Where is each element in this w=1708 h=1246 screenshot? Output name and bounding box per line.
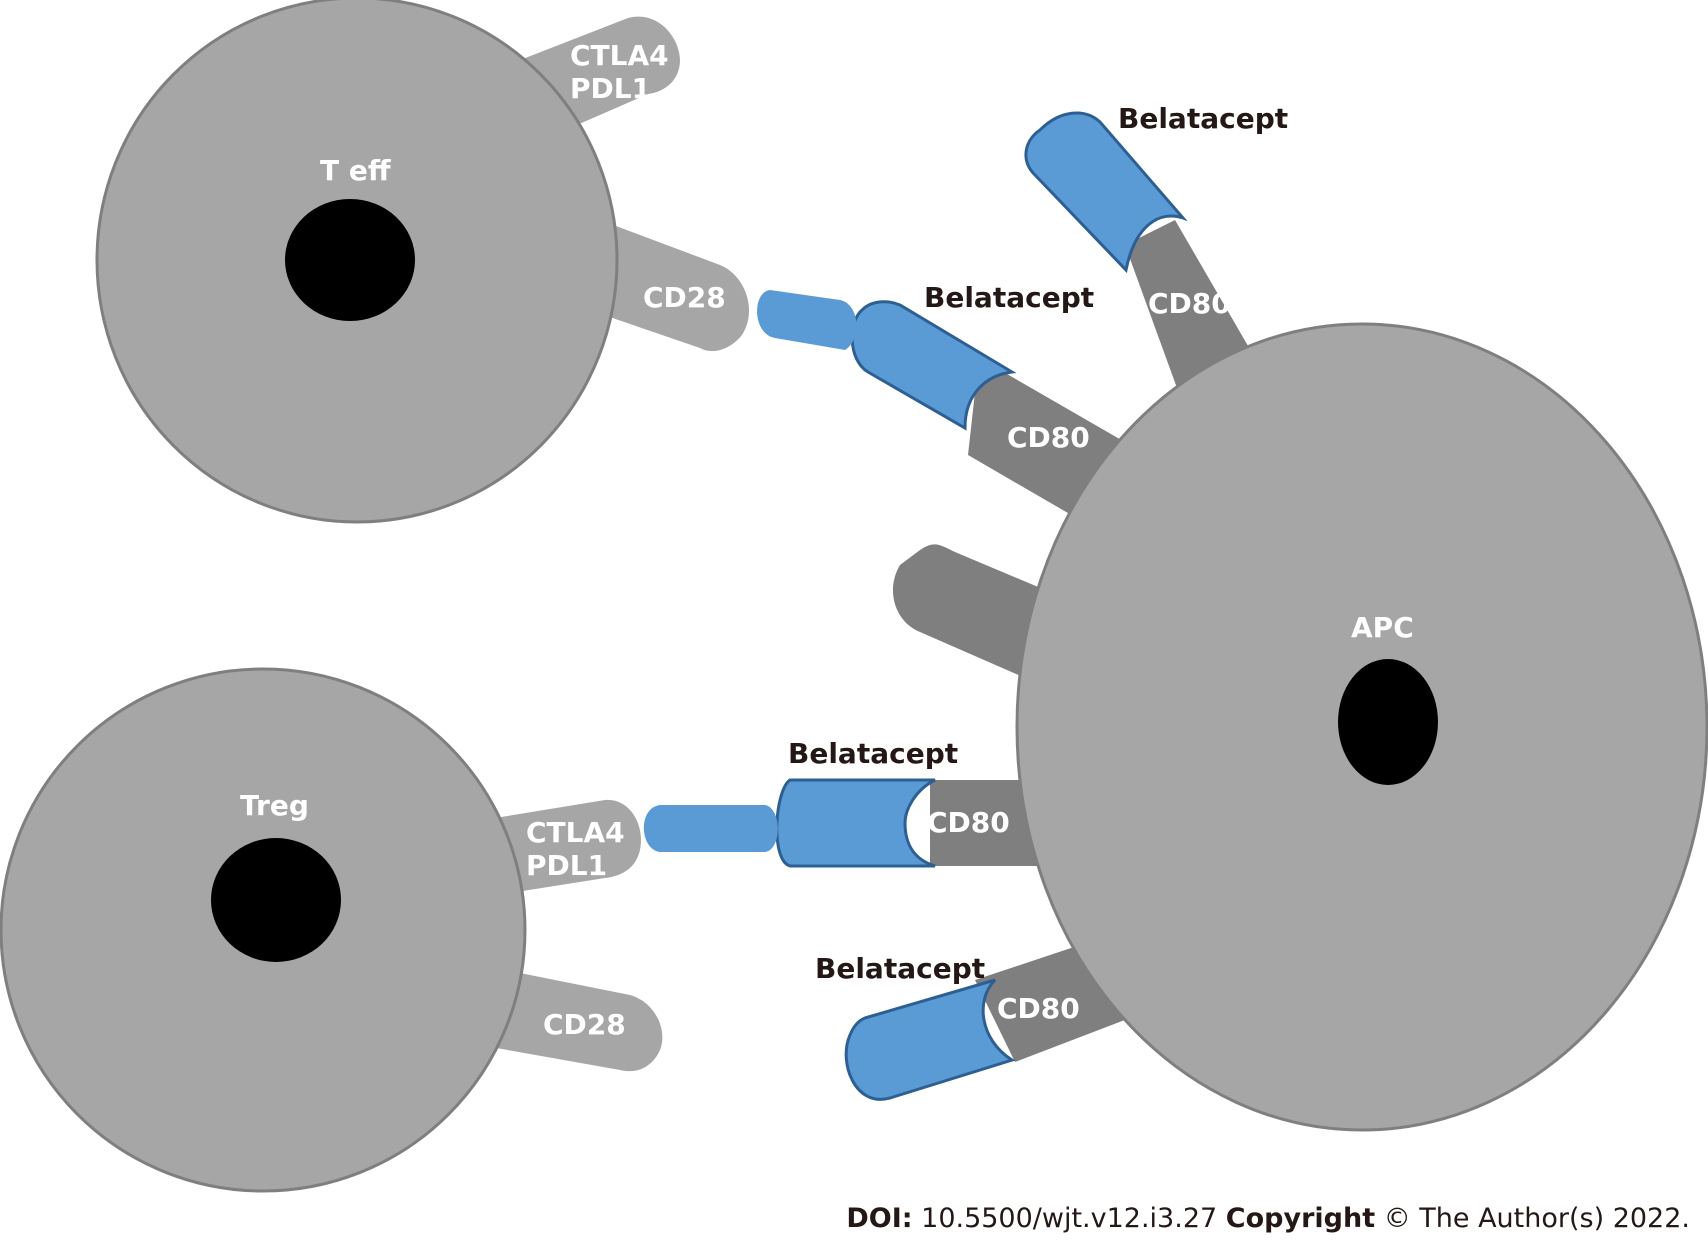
cd80-label-upper: CD80 <box>1007 421 1090 454</box>
treg-pdl1-label: PDL1 <box>526 849 607 882</box>
apc-nucleus <box>1338 659 1438 785</box>
belatacept-fragment-upper <box>757 290 857 350</box>
copyright-text: © The Author(s) 2022. <box>1383 1203 1690 1234</box>
teff-nucleus <box>285 199 415 321</box>
copyright-label: Copyright <box>1225 1203 1376 1234</box>
belatacept-fragment-lower <box>643 805 778 852</box>
treg-cd28-label: CD28 <box>543 1008 626 1041</box>
treg-nucleus <box>211 838 341 962</box>
belatacept-molecules <box>643 111 1188 1101</box>
apc-cell <box>1015 322 1708 1132</box>
cd80-label-top: CD80 <box>1148 287 1231 320</box>
teff-ctla4-label: CTLA4 <box>570 39 669 72</box>
belatacept-middle <box>775 778 936 868</box>
cd80-label-middle: CD80 <box>927 806 1010 839</box>
treg-cell <box>0 667 663 1193</box>
belatacept-top <box>1024 111 1188 274</box>
teff-cd28-label: CD28 <box>643 281 726 314</box>
teff-cd28-receptor <box>595 220 750 352</box>
belatacept-label-lower: Belatacept <box>815 952 985 985</box>
treg-label: Treg <box>240 789 309 822</box>
treg-ctla4-label: CTLA4 <box>526 816 625 849</box>
apc-cd80-middle <box>930 780 1040 866</box>
belatacept-label-upper: Belatacept <box>924 281 1094 314</box>
belatacept-upper <box>850 300 1017 431</box>
cd80-label-lower: CD80 <box>997 992 1080 1025</box>
teff-cell <box>95 0 750 524</box>
citation-footer: DOI: 10.5500/wjt.v12.i3.27 Copyright © T… <box>846 1203 1690 1234</box>
teff-label: T eff <box>320 154 391 187</box>
treg-cd28-receptor <box>485 970 663 1072</box>
doi-label: DOI: <box>846 1203 913 1234</box>
teff-pdl1-label: PDL1 <box>570 72 651 105</box>
belatacept-label-middle: Belatacept <box>788 737 958 770</box>
belatacept-label-top: Belatacept <box>1118 102 1288 135</box>
doi-value: 10.5500/wjt.v12.i3.27 <box>921 1203 1218 1234</box>
belatacept-lower <box>844 978 1016 1101</box>
apc-free-receptor <box>892 544 1050 680</box>
treg-ctla4-pdl1-receptor <box>495 799 641 893</box>
apc-label: APC <box>1351 611 1414 644</box>
